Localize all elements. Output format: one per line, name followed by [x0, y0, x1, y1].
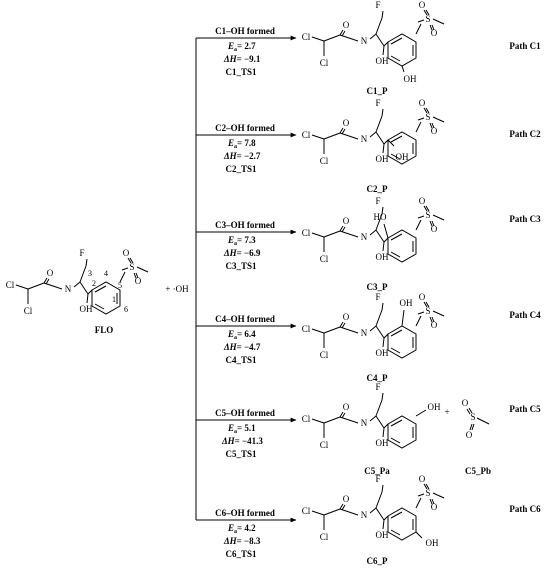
path-c1-ea: Ea= 2.7	[227, 41, 256, 53]
path-c2-label: Path C2	[509, 129, 541, 139]
product-c3-label: C3_P	[367, 282, 388, 292]
product-c4-p: OH	[301, 291, 445, 361]
path-c5-dh: ΔH= −41.3	[221, 436, 263, 446]
path-c3-ea: Ea= 7.3	[227, 235, 256, 247]
product-c1-label: C1_P	[367, 86, 388, 96]
path-c6-label: Path C6	[509, 504, 541, 514]
path-c3-ts: C3_TS1	[225, 261, 257, 271]
oxygen-label: O	[466, 430, 473, 440]
hydroxyl-label: OH	[404, 74, 417, 84]
path-c5-formed: C5–OH formed	[215, 408, 275, 418]
path-c4-ea: Ea= 6.4	[227, 329, 256, 341]
hydroxyl-label: OH	[396, 152, 409, 162]
path-c1-dh: ΔH= −9.1	[223, 54, 261, 64]
path-c6-formed: C6–OH formed	[215, 508, 275, 518]
path-c5-ts: C5_TS1	[225, 449, 257, 459]
product-c2-label: C2_P	[367, 184, 388, 194]
path-c2-dh: ΔH= −2.7	[223, 151, 261, 161]
product-c2-p: OH	[301, 97, 445, 167]
product-c3-p: HO	[301, 195, 445, 265]
flo-sulfonyl-group	[121, 247, 149, 287]
hydroxyl-radical-reagent: + ·OH	[165, 284, 189, 294]
product-c6-p: OH	[301, 473, 445, 548]
plus-sign: +	[444, 407, 449, 417]
path-c1-ts: C1_TS1	[225, 67, 257, 77]
path-c3-formed: C3–OH formed	[215, 220, 275, 230]
path-c4-label: Path C4	[509, 310, 541, 320]
path-c5-label: Path C5	[509, 404, 541, 414]
branch-arrows	[195, 35, 297, 523]
product-c1-p: OH	[301, 0, 445, 84]
path-c3-dh: ΔH= −6.9	[223, 248, 261, 258]
path-c6-ea: Ea= 4.2	[227, 523, 256, 535]
product-c5b-label: C5_Pb	[465, 466, 491, 476]
path-c5-ea: Ea= 5.1	[227, 423, 256, 435]
ring-number-4: 4	[104, 269, 108, 278]
product-c5-pa: OH	[301, 381, 441, 451]
product-c5-pb: S O O	[462, 398, 490, 440]
reactant-flo: 3 4 5 6 1 2	[5, 247, 149, 317]
path-annotations: C1–OH formed Ea= 2.7 ΔH= −9.1 C1_TS1 C2–…	[215, 26, 275, 559]
product-c5-label: C5_Pa	[364, 466, 390, 476]
path-c2-ts: C2_TS1	[225, 164, 257, 174]
product-c4-label: C4_P	[367, 373, 388, 383]
reactant-name: FLO	[95, 325, 114, 335]
hydroxyl-label: OH	[426, 538, 439, 548]
hydroxyl-label: OH	[428, 402, 441, 412]
ring-number-2: 2	[92, 279, 96, 288]
path-c1-label: Path C1	[509, 41, 541, 51]
ring-number-6: 6	[124, 305, 128, 314]
ring-number-3: 3	[88, 269, 92, 278]
path-c4-dh: ΔH= −4.7	[223, 342, 261, 352]
path-c3-label: Path C3	[509, 214, 541, 224]
hydroxyl-label: OH	[400, 298, 413, 308]
path-c4-ts: C4_TS1	[225, 355, 257, 365]
path-c2-formed: C2–OH formed	[215, 123, 275, 133]
oxygen-label: O	[462, 398, 469, 408]
product-c6-label: C6_P	[367, 556, 388, 566]
path-c1-formed: C1–OH formed	[215, 26, 275, 36]
hydroxyl-label: HO	[374, 212, 387, 222]
path-c2-ea: Ea= 7.8	[227, 138, 256, 150]
ring-number-5: 5	[118, 281, 122, 290]
flo-side-chain	[5, 247, 94, 317]
path-c4-formed: C4–OH formed	[215, 314, 275, 324]
path-c6-ts: C6_TS1	[225, 549, 257, 559]
ring-number-1: 1	[112, 295, 116, 304]
path-c6-dh: ΔH= −8.3	[223, 536, 261, 546]
sulfur-label: S	[470, 412, 475, 422]
